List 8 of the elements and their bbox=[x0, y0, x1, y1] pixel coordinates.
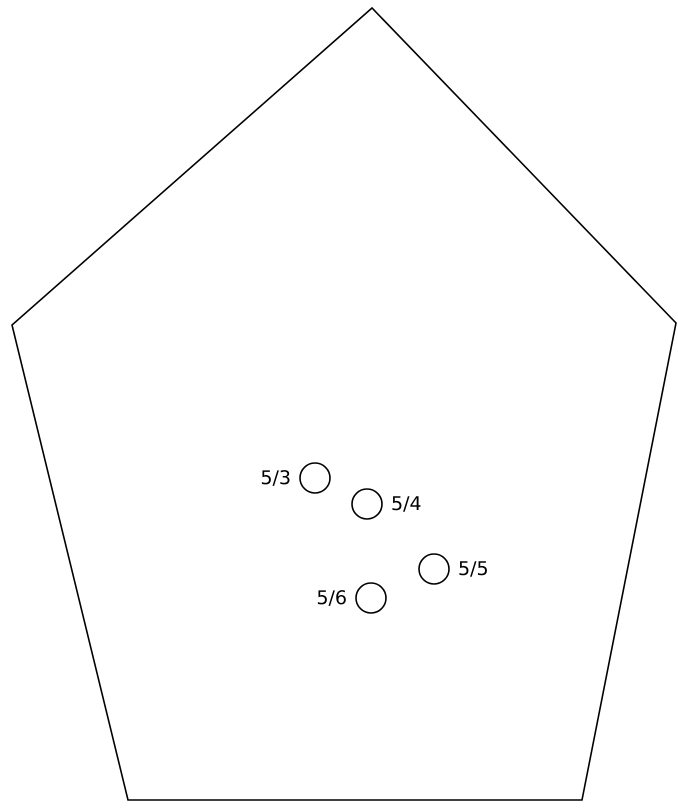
circle-label: 5/4 bbox=[392, 496, 420, 512]
small-circle bbox=[355, 582, 387, 614]
circle-label: 5/5 bbox=[459, 561, 487, 577]
small-circle bbox=[418, 553, 450, 585]
circle-label: 5/3 bbox=[262, 470, 290, 486]
circle-label: 5/6 bbox=[318, 590, 346, 606]
small-circle bbox=[299, 462, 331, 494]
small-circle bbox=[351, 488, 383, 520]
